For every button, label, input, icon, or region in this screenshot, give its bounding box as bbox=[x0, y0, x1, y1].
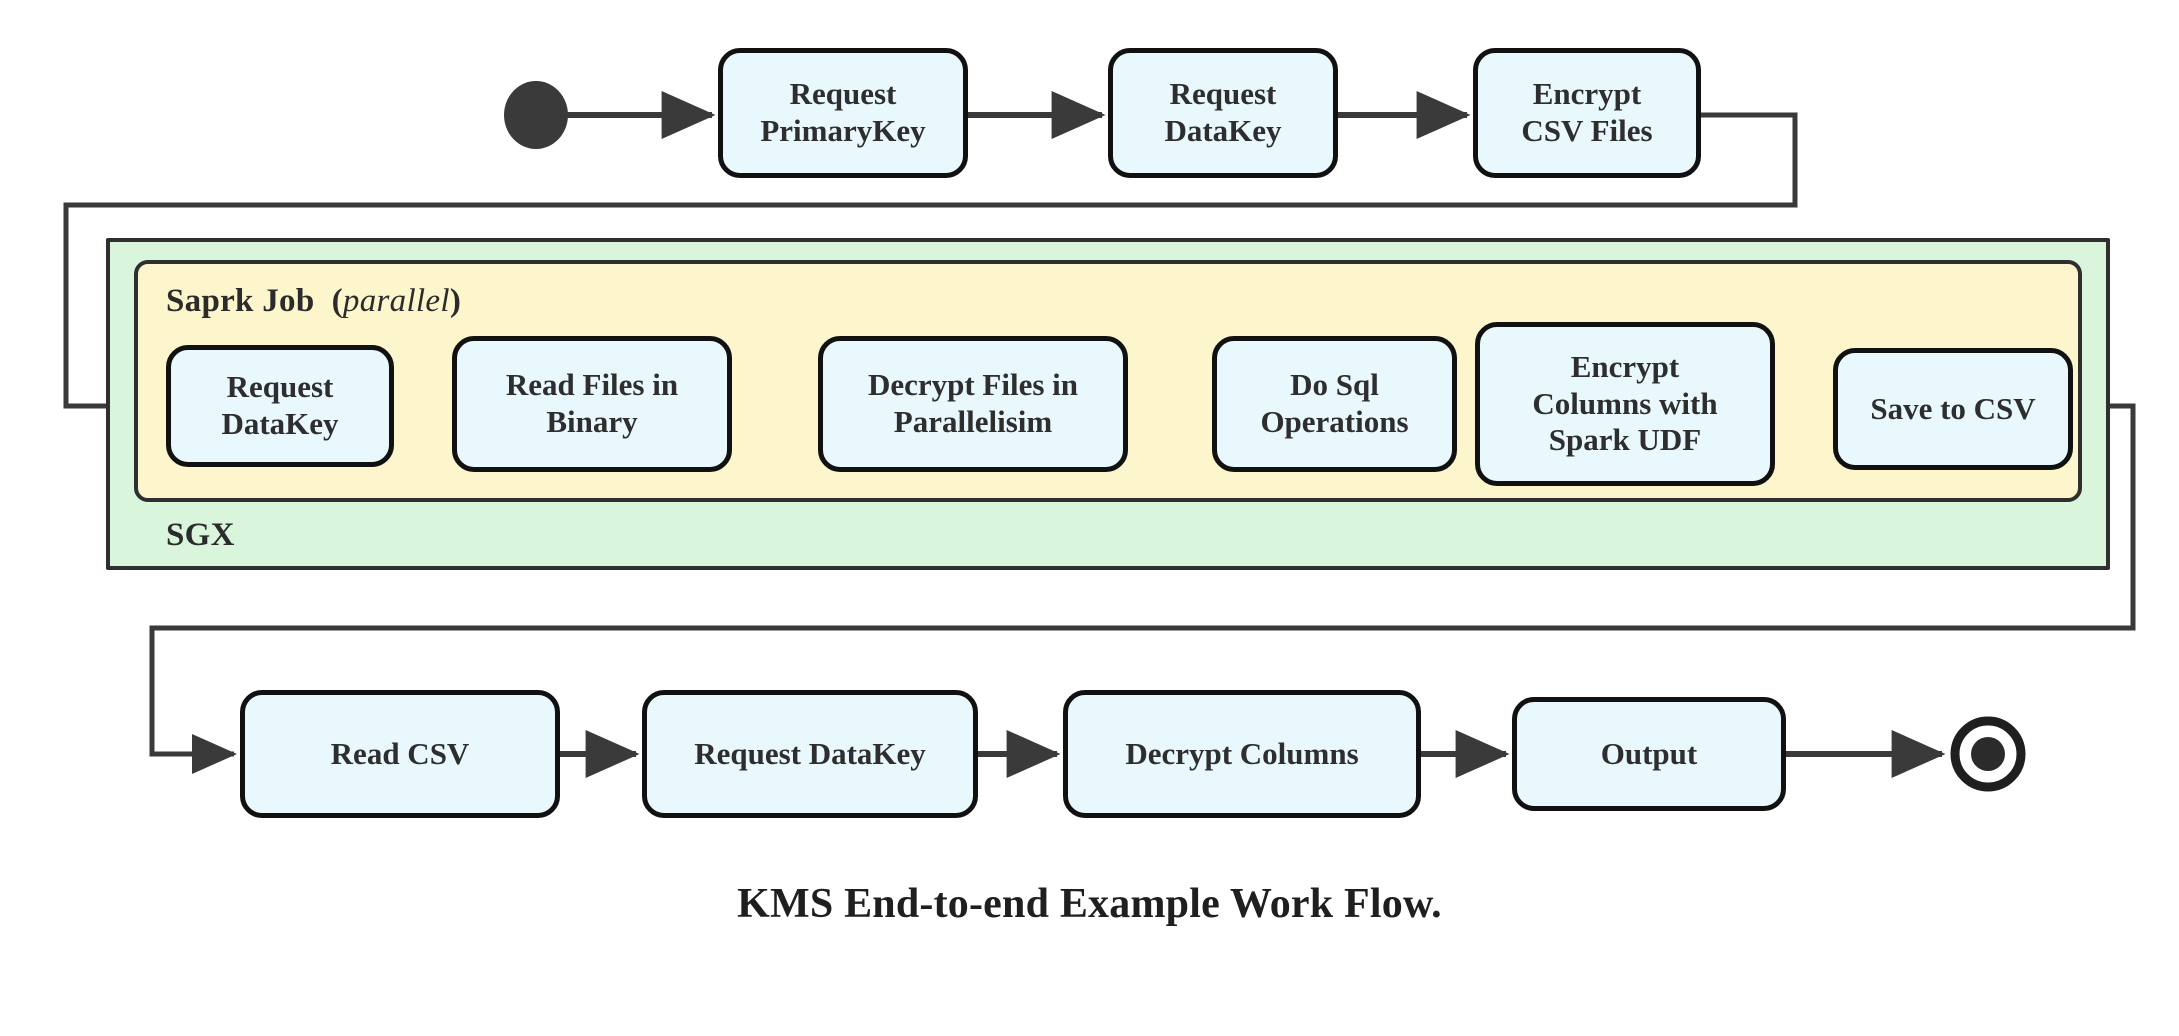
node-decrypt-files-in-parallelisim[interactable]: Decrypt Files in Parallelisim bbox=[818, 336, 1128, 472]
end-node bbox=[1950, 716, 2026, 792]
node-request-datakey-bottom[interactable]: Request DataKey bbox=[642, 690, 978, 818]
node-encrypt-csv-files[interactable]: Encrypt CSV Files bbox=[1473, 48, 1701, 178]
node-line-2: Operations bbox=[1260, 404, 1409, 439]
node-line-1: Encrypt bbox=[1532, 76, 1642, 112]
node-line-2: CSV Files bbox=[1521, 113, 1653, 148]
node-line-2: PrimaryKey bbox=[760, 113, 926, 148]
node-request-datakey-mid[interactable]: Request DataKey bbox=[166, 345, 394, 467]
node-save-to-csv[interactable]: Save to CSV bbox=[1833, 348, 2073, 470]
node-request-datakey-top[interactable]: Request DataKey bbox=[1108, 48, 1338, 178]
node-line-2: Parallelisim bbox=[893, 404, 1053, 439]
node-line-1: Decrypt Files in bbox=[867, 367, 1079, 403]
node-line-1: Request bbox=[1169, 76, 1277, 112]
paren-close: ) bbox=[449, 283, 462, 319]
start-node bbox=[504, 81, 568, 149]
node-output[interactable]: Output bbox=[1512, 697, 1786, 811]
node-line-1: Encrypt bbox=[1570, 349, 1680, 385]
node-line-2: Binary bbox=[546, 404, 638, 439]
node-line-2: Columns with bbox=[1532, 385, 1718, 421]
node-read-csv[interactable]: Read CSV bbox=[240, 690, 560, 818]
node-line-1: Request bbox=[226, 369, 334, 405]
node-decrypt-columns[interactable]: Decrypt Columns bbox=[1063, 690, 1421, 818]
node-line-2: DataKey bbox=[1164, 113, 1282, 148]
paren-open: ( bbox=[331, 283, 343, 319]
spark-job-title: Saprk Job bbox=[166, 283, 315, 319]
node-line-1: Output bbox=[1600, 735, 1698, 771]
node-line-2: DataKey bbox=[221, 406, 339, 441]
diagram-caption: KMS End-to-end Example Work Flow. bbox=[737, 881, 1442, 927]
spark-job-label: Saprk Job (parallel) bbox=[166, 283, 461, 320]
sgx-label: SGX bbox=[166, 517, 235, 553]
node-line-1: Request DataKey bbox=[694, 735, 926, 771]
node-request-primarykey[interactable]: Request PrimaryKey bbox=[718, 48, 968, 178]
node-line-1: Save to CSV bbox=[1870, 390, 2036, 426]
node-line-1: Read CSV bbox=[330, 735, 470, 771]
spark-job-qualifier: parallel bbox=[342, 283, 450, 319]
node-do-sql-operations[interactable]: Do Sql Operations bbox=[1212, 336, 1457, 472]
node-line-1: Read Files in bbox=[505, 367, 679, 403]
node-read-files-in-binary[interactable]: Read Files in Binary bbox=[452, 336, 732, 472]
node-line-1: Decrypt Columns bbox=[1125, 735, 1359, 771]
node-encrypt-columns-with-spark-udf[interactable]: Encrypt Columns with Spark UDF bbox=[1475, 322, 1775, 486]
node-line-1: Do Sql bbox=[1290, 367, 1379, 403]
node-line-3: Spark UDF bbox=[1548, 422, 1702, 458]
node-line-1: Request bbox=[789, 76, 897, 112]
